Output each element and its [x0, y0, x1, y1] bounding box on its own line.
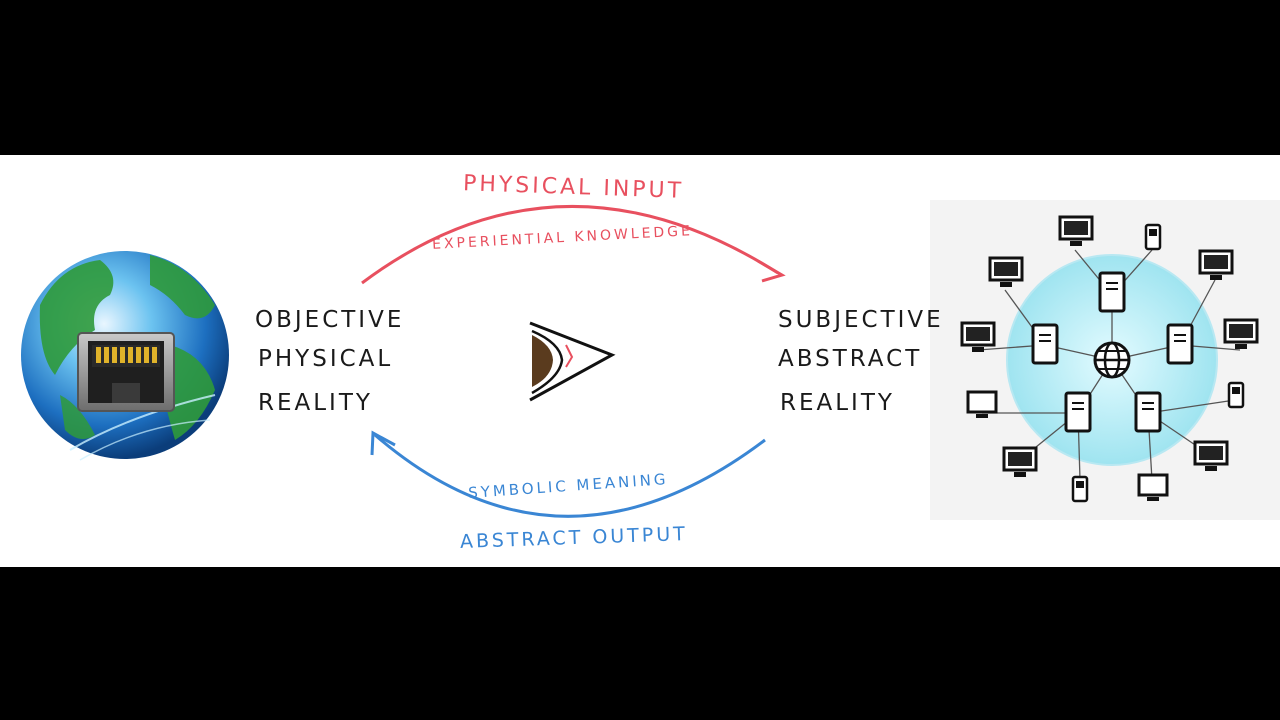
reality-right-label: Reality — [780, 390, 895, 416]
abstract-label: Abstract — [778, 346, 923, 372]
reality-left-label: Reality — [258, 390, 373, 416]
web-globe-icon — [1093, 341, 1131, 379]
diagram-canvas: Physical Input Experiential Knowledge Sy… — [0, 155, 1280, 567]
network-diagram-icon — [930, 200, 1280, 520]
diagram-graphics — [21, 200, 1280, 520]
globe-ethernet-icon — [21, 251, 229, 461]
objective-label: Objective — [255, 307, 405, 333]
physical-label: Physical — [258, 346, 394, 372]
bottom-arrow — [370, 430, 766, 518]
eye-icon — [529, 321, 616, 402]
top-arrow — [361, 205, 786, 285]
subjective-label: Subjective — [778, 307, 944, 333]
